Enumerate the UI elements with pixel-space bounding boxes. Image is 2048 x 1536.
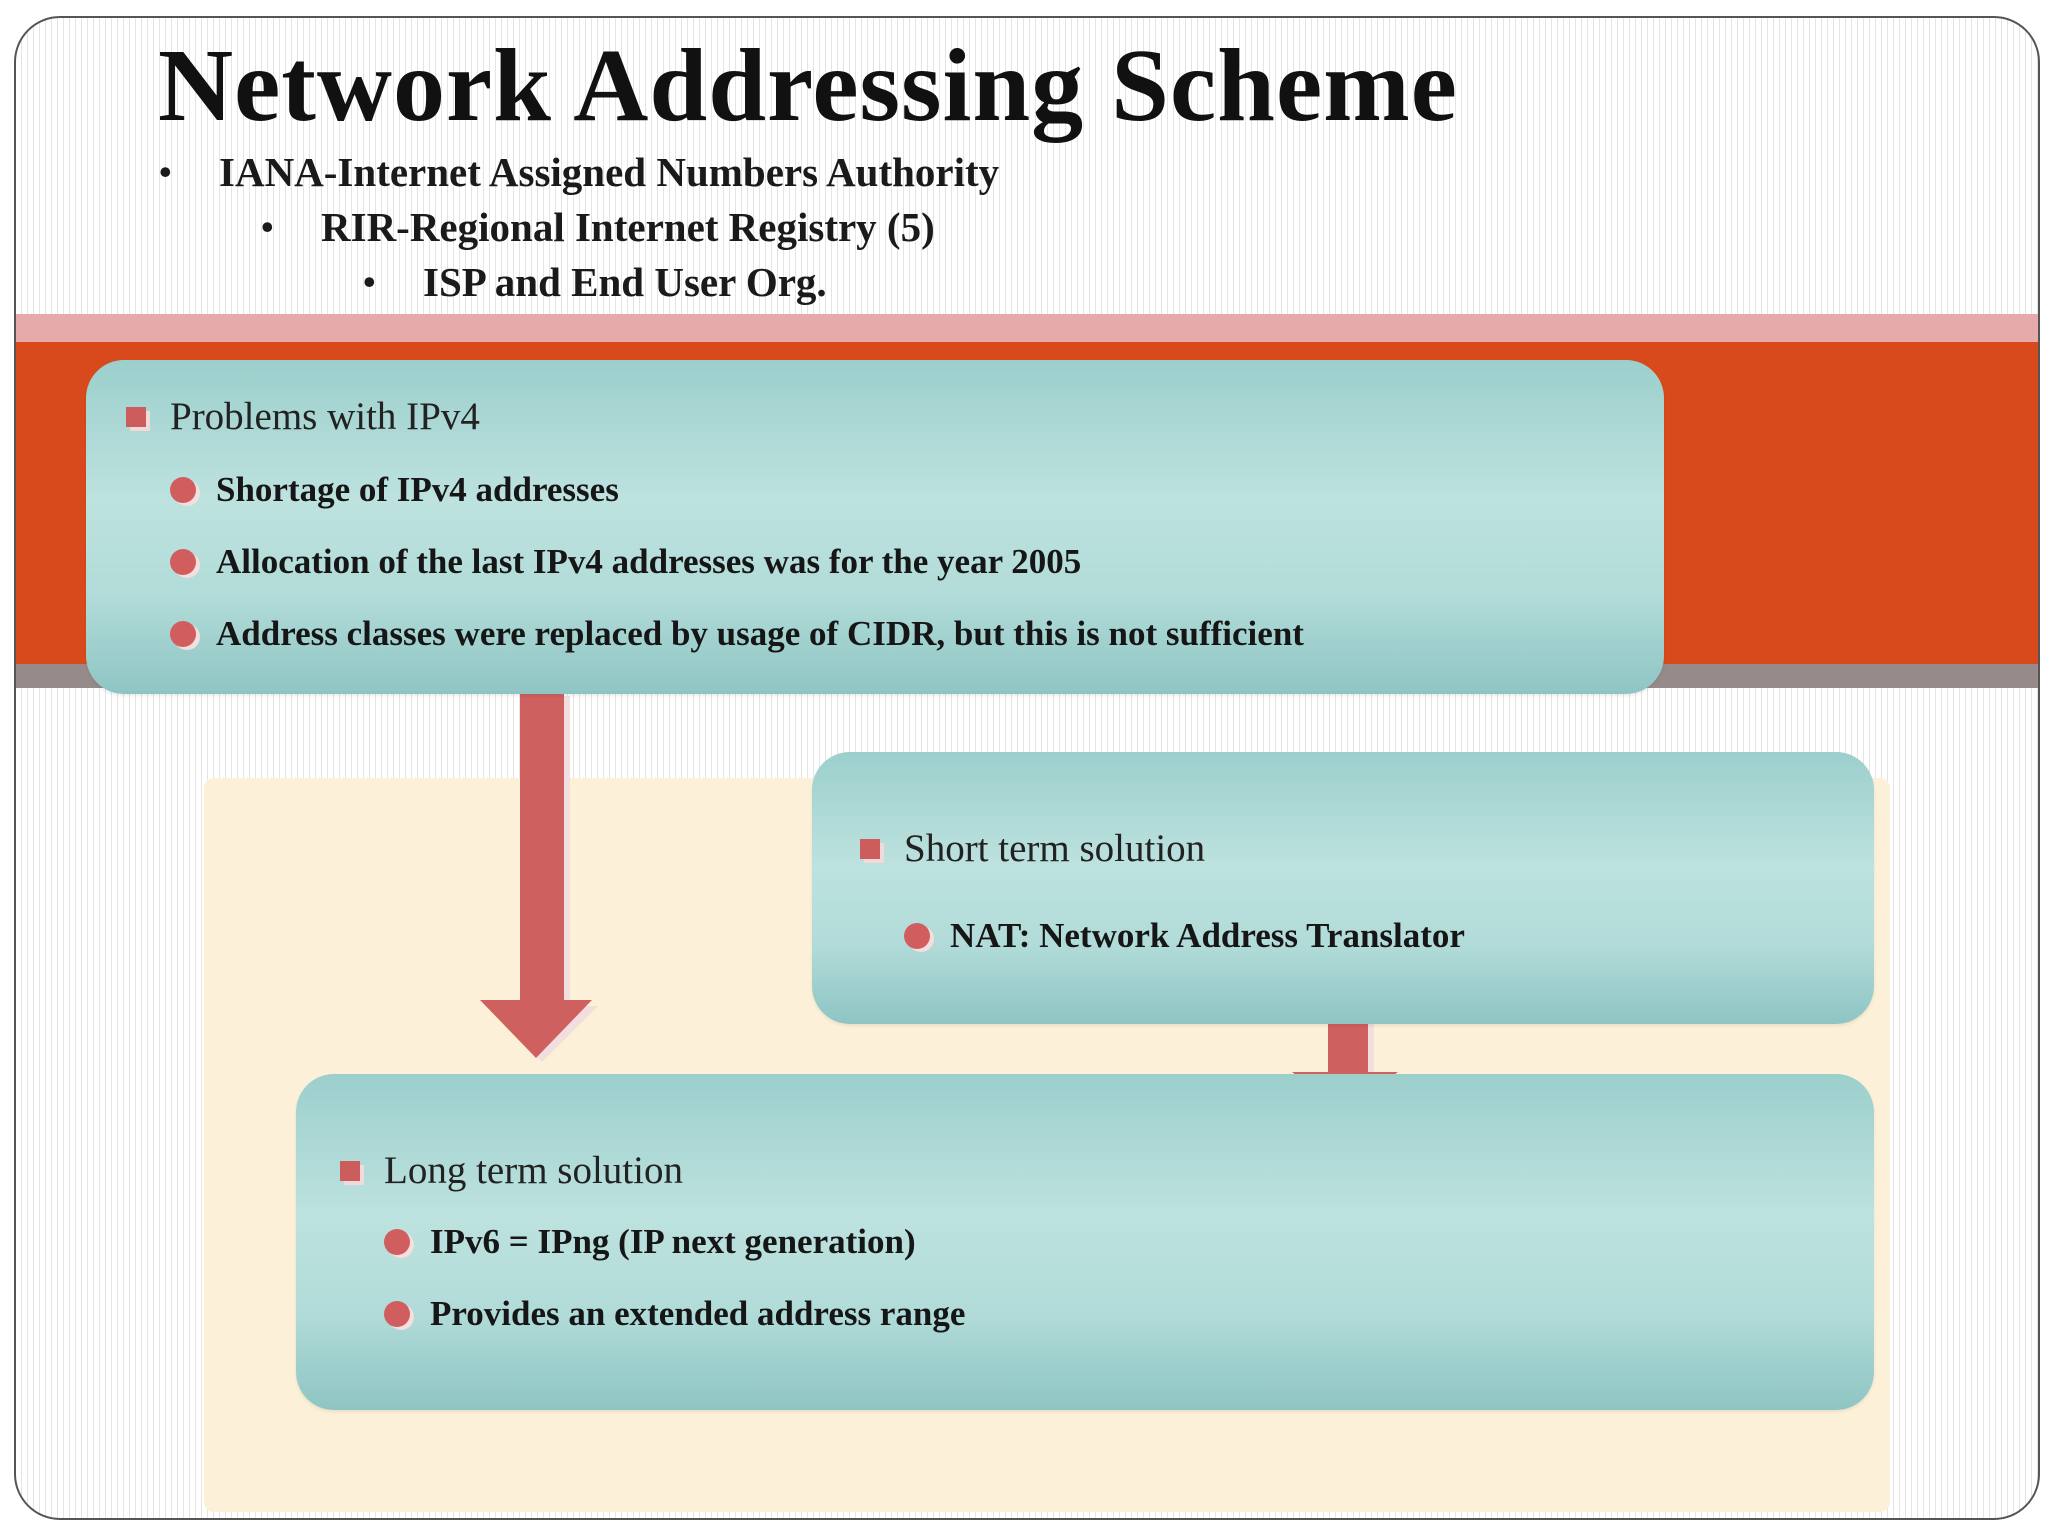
short-term-heading: Short term solution [860,826,1205,871]
problems-item-text: Shortage of IPv4 addresses [216,470,619,509]
bullet-dot: • [159,152,172,192]
circle-bullet-icon [904,923,930,949]
long-term-heading-text: Long term solution [384,1149,683,1192]
long-term-item: Provides an extended address range [384,1294,965,1334]
problems-item: Address classes were replaced by usage o… [170,614,1304,654]
short-term-item: NAT: Network Address Translator [904,916,1465,956]
square-bullet-icon [860,838,880,859]
hierarchy-item-isp: • ISP and End User Org. [363,258,827,306]
down-arrow-to-long-term [480,690,598,1062]
square-bullet-icon [126,406,146,427]
circle-bullet-icon [384,1229,410,1255]
circle-bullet-icon [384,1301,410,1327]
short-term-heading-text: Short term solution [904,827,1206,870]
square-bullet-icon [340,1160,360,1181]
hierarchy-item-rir: • RIR-Regional Internet Registry (5) [261,203,935,251]
problems-heading-text: Problems with IPv4 [170,395,480,438]
problems-item: Shortage of IPv4 addresses [170,470,619,510]
hierarchy-item-iana: • IANA-Internet Assigned Numbers Authori… [159,148,999,196]
problems-box: Problems with IPv4 Shortage of IPv4 addr… [86,360,1664,694]
bullet-dot: • [261,207,274,247]
long-term-item: IPv6 = IPng (IP next generation) [384,1222,916,1262]
problems-item: Allocation of the last IPv4 addresses wa… [170,542,1081,582]
hierarchy-text: ISP and End User Org. [423,259,827,305]
short-term-item-text: NAT: Network Address Translator [950,916,1465,955]
long-term-item-text: IPv6 = IPng (IP next generation) [430,1222,916,1261]
hierarchy-text: RIR-Regional Internet Registry (5) [321,204,935,250]
accent-band-pink [16,314,2038,342]
long-term-heading: Long term solution [340,1148,683,1193]
long-term-item-text: Provides an extended address range [430,1294,966,1333]
problems-heading: Problems with IPv4 [126,394,480,439]
circle-bullet-icon [170,477,196,503]
circle-bullet-icon [170,621,196,647]
problems-item-text: Address classes were replaced by usage o… [216,614,1304,653]
circle-bullet-icon [170,549,196,575]
hierarchy-text: IANA-Internet Assigned Numbers Authority [219,149,1000,195]
short-term-box: Short term solution NAT: Network Address… [812,752,1874,1024]
bullet-dot: • [363,262,376,302]
problems-item-text: Allocation of the last IPv4 addresses wa… [216,542,1082,581]
slide-title: Network Addressing Scheme [158,28,1458,143]
long-term-box: Long term solution IPv6 = IPng (IP next … [296,1074,1874,1410]
